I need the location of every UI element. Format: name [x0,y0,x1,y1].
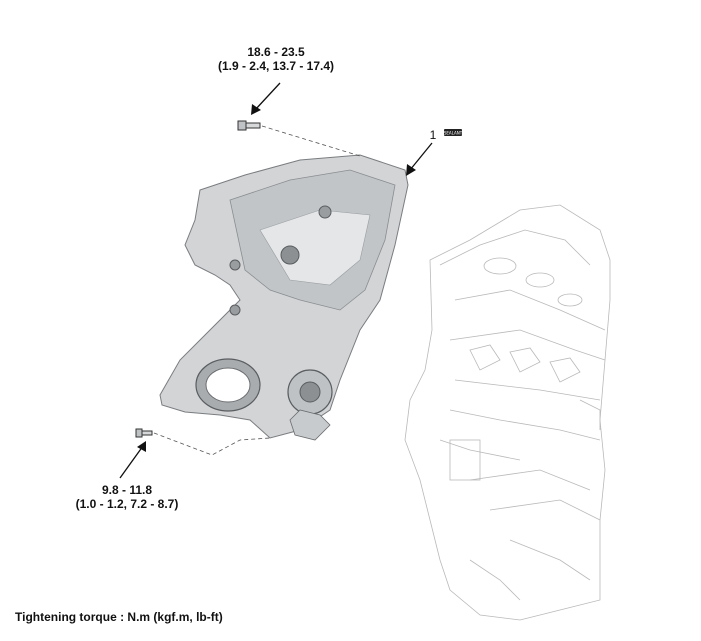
bottom-bolt-leader [153,432,271,456]
top-bolt-leader [261,125,361,157]
bottom-arrow-head [137,441,146,452]
part-arrow [409,142,433,171]
top-bolt-icon [237,120,261,131]
bottom-arrow [119,445,144,479]
bottom-torque-value: 9.8 - 11.8 [101,483,153,497]
bottom-torque-spec: 9.8 - 11.8 (1.0 - 1.2, 7.2 - 8.7) [47,483,207,511]
engine-block-outline [404,204,611,621]
top-torque-spec: 18.6 - 23.5 (1.9 - 2.4, 13.7 - 17.4) [196,45,356,73]
top-arrow-head [251,104,261,115]
top-torque-alt: (1.9 - 2.4, 13.7 - 17.4) [217,59,335,73]
part-arrow-head [406,164,416,176]
bottom-bolt-icon [135,428,153,438]
sealant-icon: SEALANT [444,129,463,136]
svg-text:SEALANT: SEALANT [444,131,463,136]
timing-chain-cover [159,154,409,441]
top-arrow [254,82,281,111]
top-torque-value: 18.6 - 23.5 [247,45,305,59]
bottom-torque-alt: (1.0 - 1.2, 7.2 - 8.7) [75,497,179,511]
torque-units-note: Tightening torque : N.m (kgf.m, lb-ft) [15,610,223,624]
part-number-label: 1 [429,128,437,142]
